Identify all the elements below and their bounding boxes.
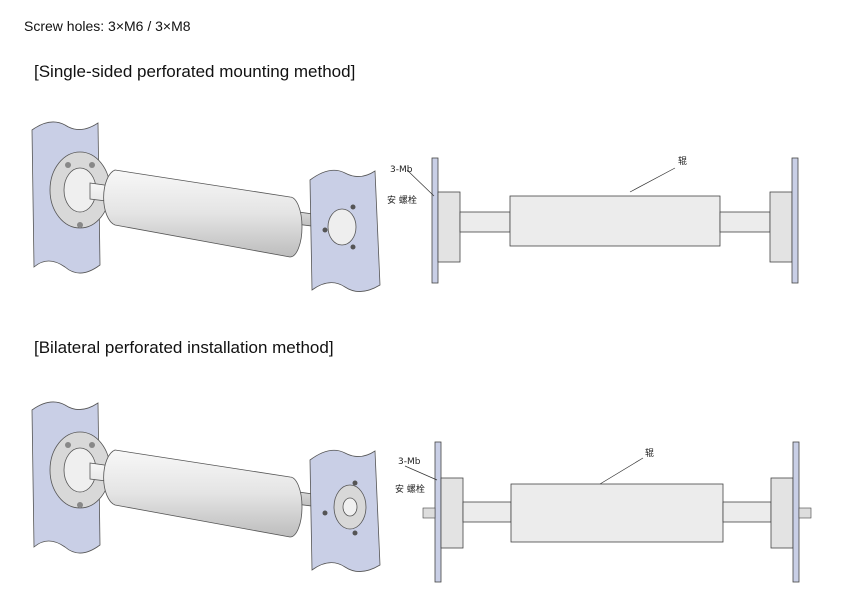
section2-3d-illustration: [31, 401, 381, 572]
label-roller: 辊: [678, 155, 687, 167]
label-install: 安 螺栓: [387, 194, 417, 206]
label-screws: 3-Mb: [390, 165, 413, 175]
screw-holes-text: Screw holes: 3×M6 / 3×M8: [24, 18, 191, 34]
roller: [510, 483, 724, 543]
label-roller: 辊: [645, 447, 654, 459]
section1-3d-illustration: [31, 121, 381, 292]
right-plate: [792, 441, 800, 583]
right-plate: [791, 157, 799, 284]
roller: [103, 169, 303, 258]
section2-technical-drawing: 3-Mb 辊 安 螺栓: [395, 441, 812, 583]
left-plate: [434, 441, 442, 583]
roller: [509, 195, 721, 247]
roller: [103, 449, 303, 538]
section1-technical-drawing: 3-Mb 辊 安 螺栓: [387, 155, 799, 284]
left-plate: [431, 157, 439, 284]
label-install: 安 螺栓: [395, 483, 425, 495]
section2-heading: [Bilateral perforated installation metho…: [34, 338, 334, 357]
section1-heading: [Single-sided perforated mounting method…: [34, 62, 356, 81]
label-screws: 3-Mb: [398, 457, 421, 467]
